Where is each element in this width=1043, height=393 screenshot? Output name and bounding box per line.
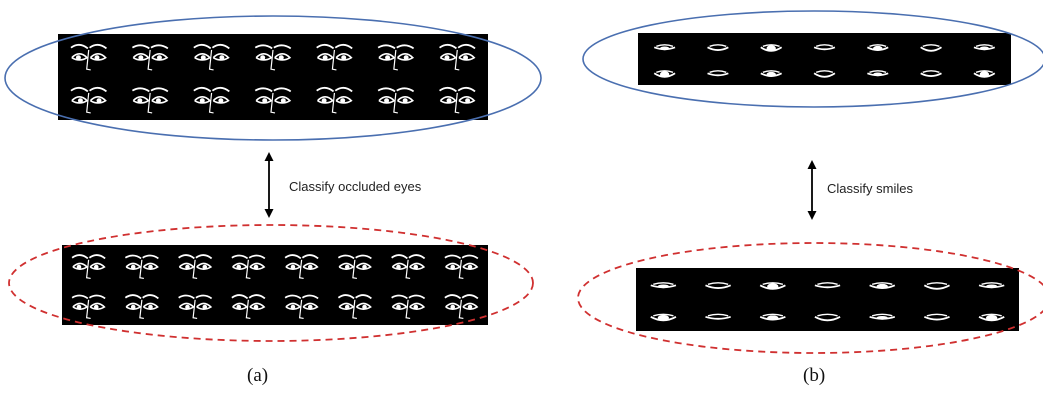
- panel-b-caption: (b): [803, 365, 825, 386]
- panel-a-top-strip: [58, 34, 488, 120]
- panel-a: Classify occluded eyes (a): [5, 16, 541, 386]
- panel-a-caption: (a): [247, 365, 268, 386]
- panel-b-bottom-strip: [636, 268, 1019, 331]
- panel-b-arrow-label: Classify smiles: [827, 181, 913, 196]
- panel-b-classify-arrow: [808, 160, 817, 220]
- panel-a-bottom-group: [9, 225, 533, 341]
- panel-a-top-group: [5, 16, 541, 140]
- panel-b-bottom-group: [578, 243, 1043, 353]
- panel-a-classify-arrow: [265, 152, 274, 218]
- panel-b-top-group: [583, 11, 1043, 107]
- panel-a-arrow-label: Classify occluded eyes: [289, 179, 422, 194]
- panel-b: Classify smiles (b): [578, 11, 1043, 386]
